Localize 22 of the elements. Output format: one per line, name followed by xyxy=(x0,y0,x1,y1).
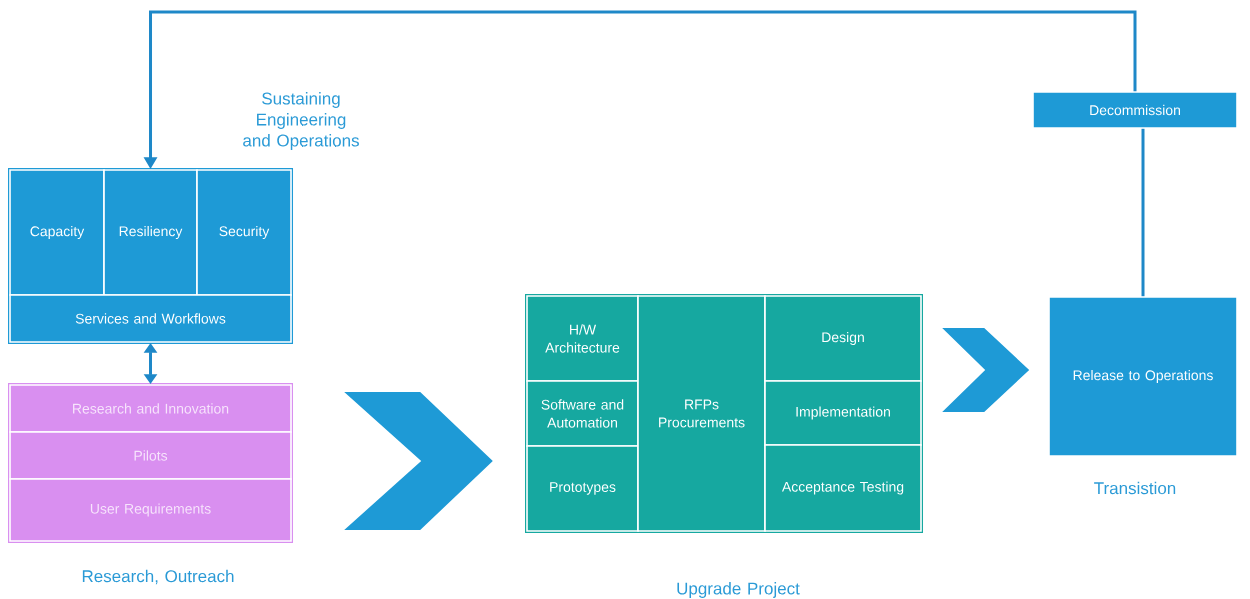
group-heading: Research, Outreach xyxy=(82,569,234,585)
process-box: Design xyxy=(764,295,922,382)
process-box: H/W Architecture xyxy=(526,295,639,382)
process-box: Implementation xyxy=(764,380,922,446)
process-box: Acceptance Testing xyxy=(764,444,922,532)
process-box: Release to Operations xyxy=(1048,296,1238,457)
process-box: User Requirements xyxy=(9,478,292,542)
process-box: Capacity xyxy=(9,169,105,296)
chevron-arrow xyxy=(344,392,493,530)
process-box: Research and Innovation xyxy=(9,384,292,433)
process-box: Pilots xyxy=(9,431,292,480)
chevron-arrow xyxy=(942,328,1030,412)
process-box: Services and Workflows xyxy=(9,294,292,343)
group-heading: Upgrade Project xyxy=(677,582,800,598)
process-box: Prototypes xyxy=(526,445,639,532)
process-box: Software and Automation xyxy=(526,380,639,447)
connector-line xyxy=(1141,128,1145,297)
group-heading: Sustaining Engineering and Operations xyxy=(243,92,359,150)
process-box: Decommission xyxy=(1032,91,1238,129)
process-box: Resiliency xyxy=(103,169,198,296)
node-label: Transistion xyxy=(1094,481,1176,495)
process-box: Security xyxy=(196,169,292,296)
